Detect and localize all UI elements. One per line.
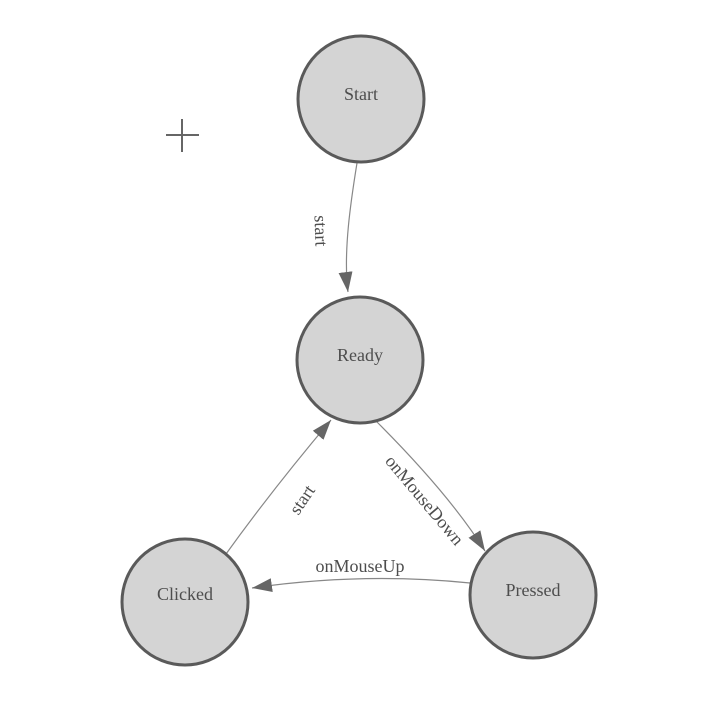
edge-ready-pressed[interactable] xyxy=(375,420,486,552)
edge-pressed-clicked[interactable] xyxy=(251,577,471,593)
node-ready-circle[interactable] xyxy=(295,295,425,425)
edge-label-onmouseup: onMouseUp xyxy=(316,556,405,576)
edge-clicked-ready[interactable] xyxy=(225,419,332,555)
node-pressed[interactable]: Pressed xyxy=(468,530,598,660)
node-start-circle[interactable] xyxy=(296,34,426,164)
crosshair-icon xyxy=(166,119,199,152)
edge-start-ready[interactable] xyxy=(338,162,358,293)
edge-label-clicked-ready: start xyxy=(285,481,319,518)
node-start[interactable]: Start xyxy=(296,34,426,164)
node-ready[interactable]: Ready xyxy=(295,295,425,425)
edge-label-start-ready: start xyxy=(310,215,331,247)
node-clicked[interactable]: Clicked xyxy=(120,537,250,667)
node-pressed-circle[interactable] xyxy=(468,530,598,660)
edge-label-onmousedown: onMouseDown xyxy=(381,451,468,549)
node-clicked-circle[interactable] xyxy=(120,537,250,667)
